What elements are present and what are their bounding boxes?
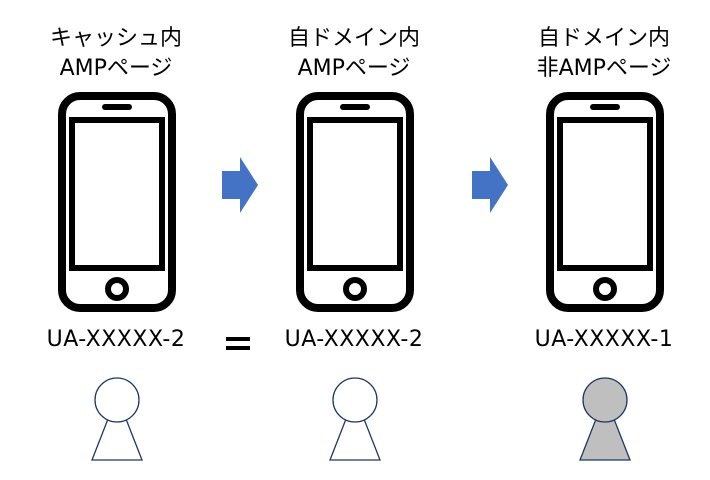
smartphone-icon bbox=[58, 92, 176, 312]
smartphone-icon bbox=[546, 92, 664, 312]
title-line-2: AMPページ bbox=[59, 56, 173, 81]
user-icon bbox=[91, 377, 143, 461]
smartphone-icon bbox=[296, 92, 414, 312]
equals-sign bbox=[226, 333, 250, 353]
title-line-1: キャッシュ内 bbox=[49, 26, 182, 51]
equals-bar-top bbox=[226, 337, 250, 341]
user-icon bbox=[329, 377, 381, 461]
equals-bar-bottom bbox=[226, 346, 250, 350]
user-icon bbox=[579, 377, 631, 461]
ua-id-label: UA-XXXXX-2 bbox=[46, 327, 186, 352]
title-line-1: 自ドメイン内 bbox=[537, 26, 670, 51]
title-line-1: 自ドメイン内 bbox=[287, 26, 420, 51]
title-line-2: AMPページ bbox=[297, 56, 411, 81]
column-title: 自ドメイン内 非AMPページ bbox=[504, 24, 704, 84]
right-arrow-icon bbox=[472, 157, 508, 213]
column-title: キャッシュ内 AMPページ bbox=[16, 24, 216, 84]
column-title: 自ドメイン内 AMPページ bbox=[254, 24, 454, 84]
title-line-2: 非AMPページ bbox=[536, 56, 672, 81]
ua-id-label: UA-XXXXX-2 bbox=[284, 327, 424, 352]
ua-id-label: UA-XXXXX-1 bbox=[534, 327, 674, 352]
right-arrow-icon bbox=[222, 157, 258, 213]
